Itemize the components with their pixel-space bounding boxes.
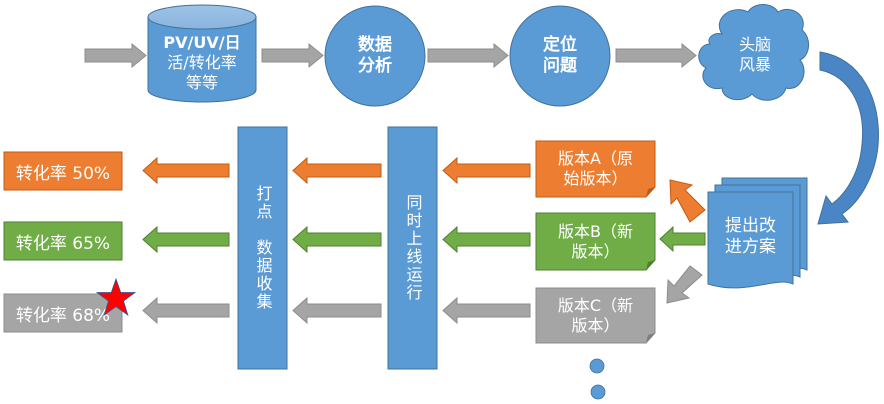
arrow-left-orange-0 (142, 156, 230, 185)
winner-star-icon (96, 278, 136, 316)
version-b-box (535, 212, 656, 271)
curved-arrow-down (817, 51, 879, 225)
arrow-left-gray-2 (442, 296, 531, 325)
database-cylinder-icon (147, 4, 257, 103)
ellipsis-dot (589, 358, 605, 374)
online-column (387, 126, 438, 370)
arrow-left-gray-0 (142, 296, 230, 325)
result-label-2: 转化率 68% (15, 305, 111, 326)
result-label-1: 转化率 65% (15, 233, 111, 254)
arrow-right-4 (615, 42, 697, 69)
locate-circle (509, 5, 611, 107)
arrow-left-gray-1 (292, 296, 382, 325)
arrow-left-green-1 (292, 225, 382, 254)
arrow-to-version-a (669, 179, 706, 223)
version-c-box (535, 287, 656, 344)
arrow-left-green-2 (442, 225, 531, 254)
version-c-fold (646, 333, 655, 343)
version-a-box (535, 140, 656, 198)
result-box-1 (3, 221, 123, 261)
arrow-left-orange-1 (292, 156, 382, 185)
result-box-2 (3, 293, 123, 333)
arrow-to-version-b (659, 225, 706, 253)
proposal-multidoc-icon (707, 177, 808, 289)
version-b-fold (646, 260, 655, 270)
arrow-left-green-0 (142, 225, 230, 254)
arrow-right-3 (427, 42, 509, 69)
collect-column (237, 126, 288, 370)
arrow-right-2 (261, 42, 324, 69)
analysis-circle (324, 5, 426, 107)
arrow-to-version-c (666, 265, 703, 304)
ellipsis-dot (590, 384, 606, 400)
arrow-right-1 (84, 42, 147, 69)
arrow-left-orange-2 (442, 156, 531, 185)
version-a-fold (646, 187, 655, 197)
result-box-0 (3, 151, 123, 191)
brainstorm-cloud-icon (698, 4, 809, 101)
result-label-0: 转化率 50% (15, 163, 111, 184)
